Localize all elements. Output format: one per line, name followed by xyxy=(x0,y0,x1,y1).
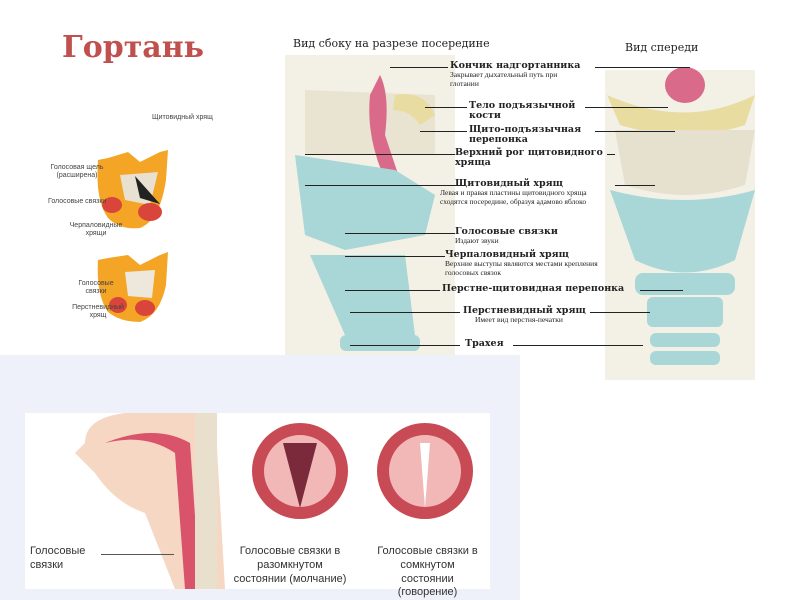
side-view-title: Вид сбоку на разрезе посередине xyxy=(293,37,490,50)
vocal-cords-panel: Голосовые связки Голосовые связки в разо… xyxy=(0,355,520,600)
label-name: Голосовые связки xyxy=(455,226,558,237)
label-desc: Левая и правая пластины щитовидного хрящ… xyxy=(440,188,587,206)
label-hyoid-body: Тело подъязычной кости xyxy=(469,100,576,122)
label-desc: Верхние выступы являются местами креплен… xyxy=(445,259,598,277)
larynx-anatomy-figure: Вид сбоку на разрезе посередине Вид спер… xyxy=(285,35,765,380)
label-desc: Издают звуки xyxy=(455,236,499,246)
label-desc: Закрывает дыхательный путь при глотании xyxy=(450,70,558,88)
label-cricothyroid-membrane: Перстне-щитовидная перепонка xyxy=(442,283,625,294)
label-name: Щитовидный хрящ xyxy=(455,178,563,189)
vocal-cords-illustration xyxy=(75,413,473,589)
caption-closed-vocal-cords: Голосовые связки в сомкнутом состоянии (… xyxy=(377,545,478,599)
label-thyroid-cartilage: Щитовидный хрящ xyxy=(152,114,213,121)
label-glottis: Голосовая щель (расширена) xyxy=(50,164,104,180)
slide-title: Гортань xyxy=(62,30,205,65)
label-side-vocal-cords: Голосовые связки xyxy=(30,545,86,571)
label-cricoid: Перстневидный хрящ xyxy=(72,304,124,320)
larynx-illustration xyxy=(285,55,755,380)
larynx-top-view-illustration xyxy=(97,150,168,322)
label-name: Черпаловидный хрящ xyxy=(445,249,569,260)
vocal-cords-figure: Голосовые связки Голосовые связки в разо… xyxy=(25,413,490,598)
label-vocal-cords-2: Голосовые связки xyxy=(78,280,114,296)
label-name: Кончик надгортанника xyxy=(450,60,581,71)
label-desc: Имеет вид перстня-печатки xyxy=(475,315,563,325)
front-view-title: Вид спереди xyxy=(625,41,699,54)
caption-open-vocal-cords: Голосовые связки в разомкнутом состоянии… xyxy=(233,545,347,585)
label-vocal-cords: Голосовые связки xyxy=(48,198,107,205)
label-thyrohyoid-membrane: Щито-подъязычная перепонка xyxy=(469,124,582,146)
label-arytenoid: Черпаловидные хрящи xyxy=(69,222,123,238)
larynx-top-view-figure: Щитовидный хрящ Голосовая щель (расширен… xyxy=(40,100,220,340)
label-superior-horn: Верхний рог щитовидного хряща xyxy=(455,147,603,169)
label-name: Перстневидный хрящ xyxy=(463,305,586,316)
label-trachea: Трахея xyxy=(465,338,504,349)
